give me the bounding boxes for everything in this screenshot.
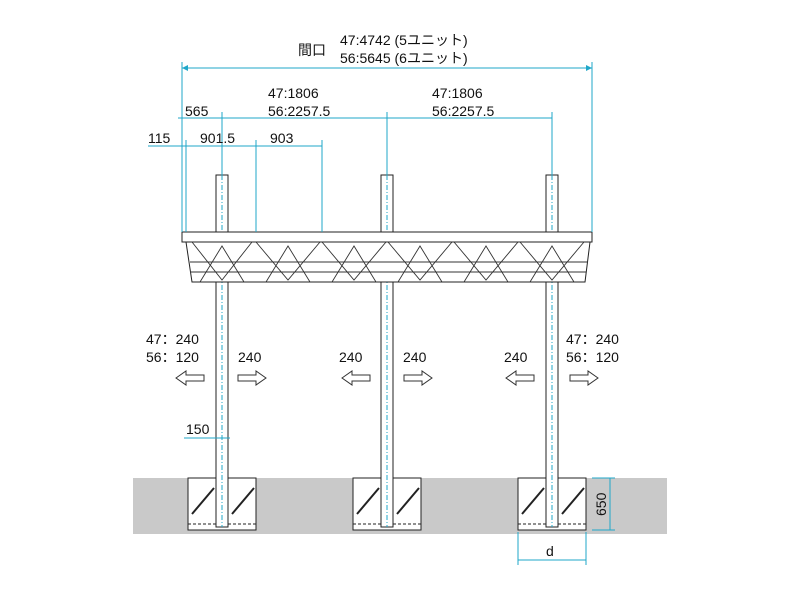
dim-565-label: 565 — [185, 103, 209, 119]
frontage-title: 間口 — [298, 42, 326, 58]
left-56-label: 56：120 — [146, 349, 199, 365]
arrow-left-3 — [505, 370, 535, 386]
left-47-label: 47：240 — [146, 331, 199, 347]
arrow-dim-2-label: 240 — [339, 349, 363, 365]
frontage-56-label: 56:5645 (6ユニット) — [340, 50, 468, 66]
right-56-label: 56：120 — [566, 349, 619, 365]
roof-truss — [181, 231, 593, 283]
span2-56-label: 56:2257.5 — [432, 103, 494, 119]
arrow-left-2 — [341, 370, 371, 386]
span1-47-label: 47:1806 — [268, 85, 319, 101]
span2-47-label: 47:1806 — [432, 85, 483, 101]
post-left — [215, 174, 229, 528]
post-center — [380, 174, 394, 528]
arrow-dim-4-label: 240 — [504, 349, 528, 365]
arrow-right-3 — [569, 370, 599, 386]
dim-150-label: 150 — [186, 421, 210, 437]
dim-901-5-label: 901.5 — [200, 130, 235, 146]
dimension-lines — [148, 62, 615, 565]
frontage-47-label: 47:4742 (5ユニット) — [340, 32, 468, 48]
arrow-right-1 — [237, 370, 267, 386]
arrow-dim-1-label: 240 — [238, 349, 262, 365]
span1-56-label: 56:2257.5 — [268, 103, 330, 119]
depth-650-label: 650 — [593, 492, 609, 516]
dim-903-label: 903 — [270, 130, 294, 146]
arrow-dim-3-label: 240 — [403, 349, 427, 365]
right-47-label: 47：240 — [566, 331, 619, 347]
dim-115-label: 115 — [148, 130, 171, 146]
pit-d-label: d — [546, 543, 554, 559]
arrow-left-1 — [175, 370, 205, 386]
post-right — [545, 174, 559, 528]
arrow-right-2 — [403, 370, 433, 386]
